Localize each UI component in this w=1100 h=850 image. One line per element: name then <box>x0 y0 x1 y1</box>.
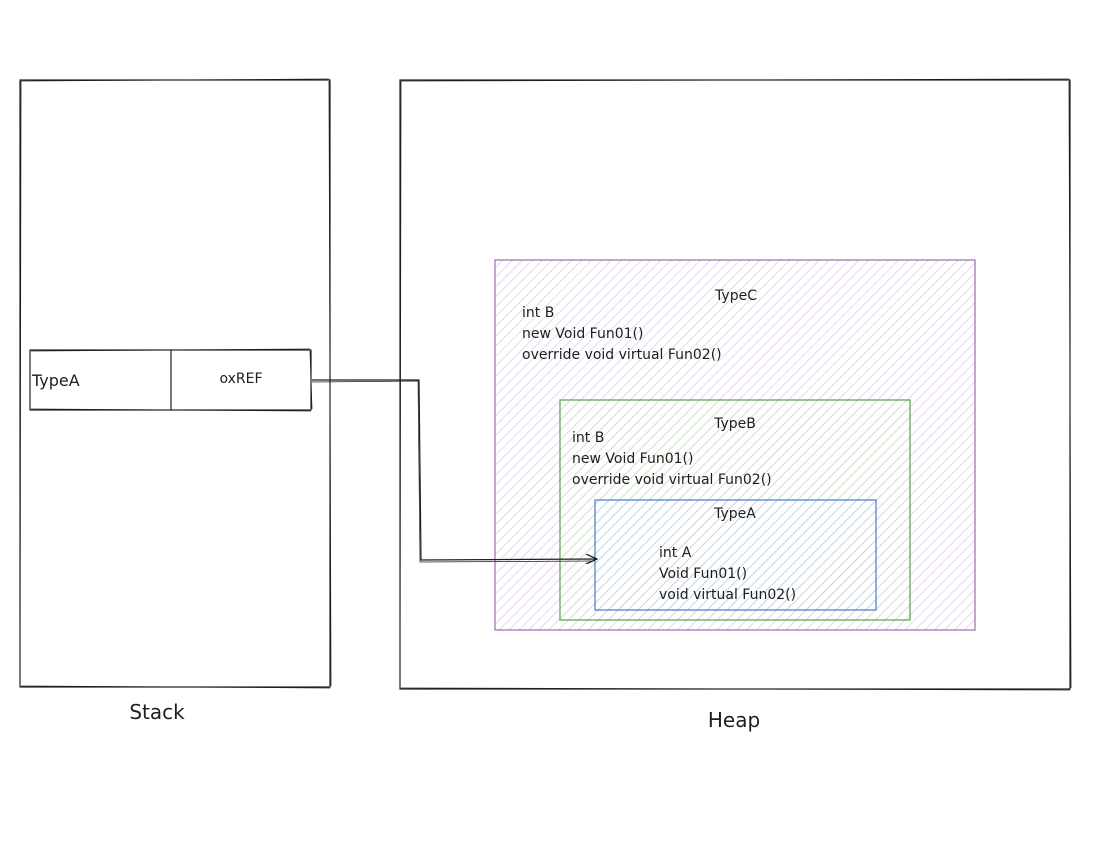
typea-member: void virtual Fun02() <box>659 587 797 603</box>
stack-cell-type-label: TypeA <box>32 371 80 390</box>
typeb-member: override void virtual Fun02() <box>572 472 772 488</box>
heap-caption: Heap <box>707 708 761 732</box>
typec-members: int B new Void Fun01() override void vir… <box>522 303 722 366</box>
typeb-member: int B <box>572 430 605 446</box>
stack-frame <box>19 78 332 689</box>
typeb-member: new Void Fun01() <box>572 451 694 467</box>
heap-frame <box>399 78 1072 691</box>
typea-member: Void Fun01() <box>659 566 748 582</box>
typec-member: override void virtual Fun02() <box>522 347 722 363</box>
typec-member: int B <box>522 305 555 321</box>
typec-title: TypeC <box>715 288 757 304</box>
typeb-members: int B new Void Fun01() override void vir… <box>572 428 772 491</box>
stack-caption: Stack <box>129 700 185 724</box>
typea-member: int A <box>659 545 692 561</box>
typea-title: TypeA <box>714 506 756 522</box>
typea-box <box>594 499 877 611</box>
stack-cell-ref-label: oxREF <box>219 371 263 387</box>
typeb-title: TypeB <box>714 416 756 432</box>
typec-member: new Void Fun01() <box>522 326 644 342</box>
typea-members: int A Void Fun01() void virtual Fun02() <box>659 543 796 606</box>
reference-arrow <box>311 379 597 562</box>
